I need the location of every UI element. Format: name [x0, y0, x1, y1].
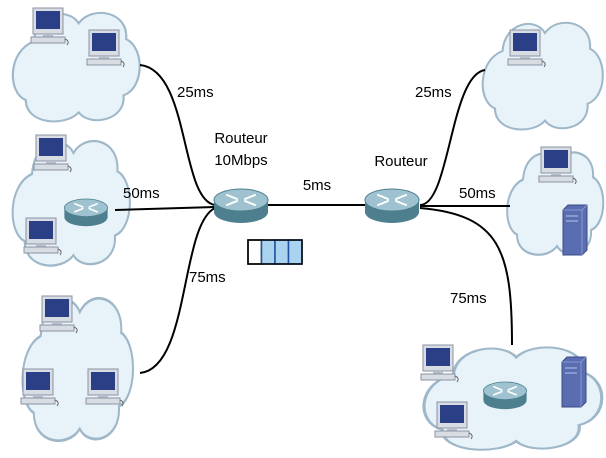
workstation-lb-1 [39, 295, 78, 334]
label-left-router-1: Routeur [214, 130, 267, 147]
link-right-bot [419, 207, 513, 346]
label-right-mid: 50ms [459, 185, 496, 202]
cloud-right-top [483, 23, 603, 130]
link-left-top [139, 64, 216, 206]
link-left-mid [114, 206, 216, 211]
workstation-lt-2 [86, 29, 125, 68]
label-left-top: 25ms [177, 84, 214, 101]
router-cloud-left [63, 198, 109, 227]
label-left-router-2: 10Mbps [214, 152, 267, 169]
workstation-lm-1 [33, 134, 72, 173]
label-right-router: Routeur [374, 153, 427, 170]
queue-icon [247, 239, 303, 265]
router-cloud-right [482, 381, 528, 410]
label-left-mid: 50ms [123, 185, 160, 202]
workstation-lt-1 [30, 7, 69, 46]
workstation-rb-1 [420, 344, 459, 383]
workstation-rt-1 [507, 29, 546, 68]
workstation-lb-3 [85, 368, 124, 407]
link-left-bot [139, 207, 216, 374]
queue-slot [287, 239, 303, 265]
label-right-bot: 75ms [450, 290, 487, 307]
cloud-left-top [13, 13, 140, 122]
queue-slot [247, 239, 263, 265]
workstation-lm-2 [23, 217, 62, 256]
router-left [213, 188, 269, 223]
label-left-bot: 75ms [189, 269, 226, 286]
router-right [364, 188, 420, 223]
server-right-mid [562, 204, 588, 256]
queue-slot [260, 239, 276, 265]
label-core-link: 5ms [303, 177, 331, 194]
queue-slot [274, 239, 290, 265]
link-right-top [419, 69, 486, 206]
workstation-rb-2 [434, 401, 473, 440]
label-right-top: 25ms [415, 84, 452, 101]
server-right-bot [561, 356, 587, 408]
workstation-rm-1 [538, 146, 577, 185]
workstation-lb-2 [20, 368, 59, 407]
